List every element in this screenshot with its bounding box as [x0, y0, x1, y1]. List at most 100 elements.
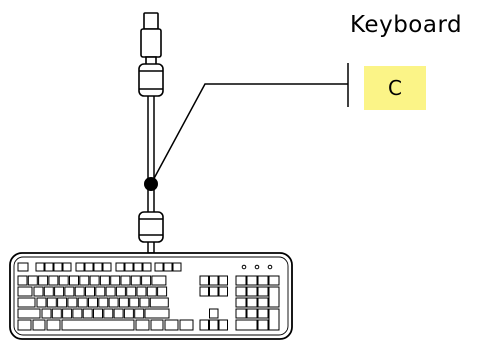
keyboard-key	[48, 275, 59, 286]
keyboard-key	[17, 297, 36, 308]
keyboard-key	[84, 262, 94, 272]
keyboard-key	[136, 286, 147, 297]
keyboard-key	[88, 297, 98, 308]
keyboard-key	[75, 262, 85, 272]
keyboard-key	[69, 275, 79, 286]
keyboard-key	[163, 262, 173, 272]
callout-box: C	[364, 66, 426, 110]
keyboard-key	[141, 275, 152, 286]
keyboard-key	[149, 297, 169, 308]
keyboard-key	[53, 262, 63, 272]
keyboard-key	[93, 262, 103, 272]
keyboard-key	[218, 275, 228, 286]
keyboard-key	[57, 297, 68, 308]
ferrite-core-bottom	[138, 211, 164, 243]
keyboard-key	[17, 319, 32, 331]
keyboard-key	[130, 275, 141, 286]
keyboard-key	[103, 308, 114, 319]
keyboard-key	[199, 286, 209, 297]
keyboard-key	[129, 297, 140, 308]
keyboard-key	[124, 262, 134, 272]
keyboard-key	[99, 275, 110, 286]
keyboard-key	[268, 275, 280, 286]
keyboard-key	[123, 308, 134, 319]
keyboard-key	[235, 286, 247, 297]
keyboard-key	[164, 319, 179, 331]
keyboard-key	[133, 262, 143, 272]
keyboard-key	[67, 297, 78, 308]
keyboard-key	[115, 262, 125, 272]
leader-line	[150, 83, 348, 185]
keyboard-key	[89, 275, 100, 286]
keyboard-key	[58, 275, 69, 286]
keyboard-key	[85, 286, 95, 297]
keyboard-key	[154, 262, 164, 272]
keyboard-key	[209, 319, 219, 331]
keyboard-key	[235, 275, 247, 286]
keyboard-key	[257, 308, 269, 319]
keyboard-key	[17, 308, 41, 319]
keyboard-key	[82, 308, 93, 319]
keyboard-key	[27, 275, 38, 286]
keyboard-key	[209, 286, 219, 297]
keyboard-key	[235, 308, 247, 319]
keyboard-key	[72, 308, 83, 319]
keyboard-key	[139, 297, 150, 308]
keyboard-key	[43, 286, 54, 297]
keyboard-title: Keyboard	[350, 12, 463, 38]
keyboard-key	[44, 262, 54, 272]
keyboard-key	[54, 286, 65, 297]
keyboard-key	[235, 319, 258, 331]
keyboard-key	[93, 308, 103, 319]
indicator-led	[241, 264, 247, 270]
keyboard-key	[257, 275, 269, 286]
keyboard-key	[115, 286, 126, 297]
keyboard-key	[126, 286, 137, 297]
keyboard-key	[134, 308, 145, 319]
keyboard-key	[64, 286, 75, 297]
keyboard-key	[33, 286, 44, 297]
keyboard	[9, 252, 293, 340]
keyboard-key	[268, 308, 280, 331]
keyboard-key	[246, 308, 258, 319]
keyboard-key	[38, 275, 49, 286]
keyboard-key	[95, 286, 106, 297]
keyboard-key	[98, 297, 109, 308]
keyboard-key	[209, 308, 219, 319]
keyboard-key	[209, 275, 219, 286]
indicator-led	[254, 264, 260, 270]
keyboard-key	[246, 297, 258, 308]
keyboard-key	[146, 286, 157, 297]
keyboard-key	[179, 319, 194, 331]
keyboard-key	[151, 275, 167, 286]
keyboard-key	[246, 286, 258, 297]
keyboard-key	[199, 319, 209, 331]
keyboard-key	[257, 319, 269, 331]
keyboard-key	[62, 308, 73, 319]
keyboard-key	[120, 275, 131, 286]
keyboard-keys	[17, 262, 280, 331]
keyboard-key	[108, 297, 119, 308]
keyboard-key	[172, 262, 182, 272]
keyboard-key	[199, 275, 209, 286]
keyboard-key	[150, 319, 164, 331]
keyboard-key	[235, 297, 247, 308]
keyboard-key	[61, 319, 135, 331]
keyboard-key	[110, 275, 121, 286]
keyboard-key	[218, 319, 228, 331]
keyboard-key	[102, 262, 112, 272]
keyboard-key	[257, 297, 269, 308]
keyboard-key	[36, 297, 47, 308]
keyboard-key	[157, 286, 168, 297]
keyboard-key	[35, 262, 45, 272]
keyboard-key	[46, 319, 61, 331]
keyboard-key	[105, 286, 116, 297]
keyboard-key	[79, 275, 90, 286]
keyboard-key	[257, 286, 269, 297]
keyboard-key	[77, 297, 88, 308]
keyboard-key	[74, 286, 85, 297]
keyboard-key	[62, 262, 72, 272]
usb-plug	[140, 12, 162, 66]
callout-label: C	[388, 76, 402, 100]
